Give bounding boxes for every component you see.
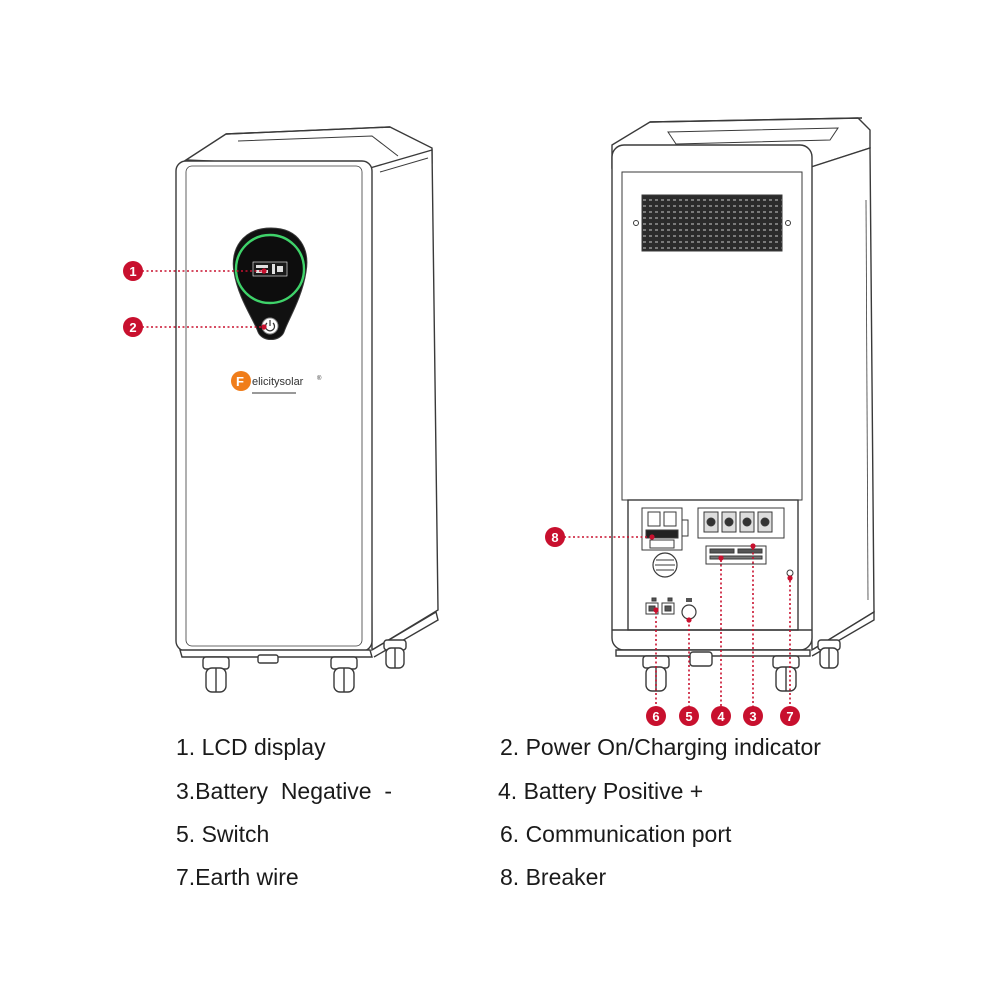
- communication-ports: [645, 597, 675, 615]
- callout-3: 3: [743, 706, 763, 726]
- callout-7: 7: [780, 706, 800, 726]
- callout-1: 1: [123, 261, 143, 281]
- battery-terminals: [697, 507, 785, 565]
- back-wheels: [642, 639, 841, 692]
- callout-5-label: 5: [685, 709, 692, 724]
- legend-item-communication-port: 6. Communication port: [500, 821, 732, 847]
- callout-3-label: 3: [749, 709, 756, 724]
- callout-4-label: 4: [717, 709, 725, 724]
- legend-item-battery-negative: 3.Battery Negative -: [176, 778, 393, 804]
- callout-6-label: 6: [652, 709, 659, 724]
- callout-2: 2: [123, 317, 143, 337]
- legend-item-power-indicator: 2. Power On/Charging indicator: [500, 734, 821, 760]
- front-wheels: [202, 639, 407, 693]
- callout-1-label: 1: [129, 264, 136, 279]
- callout-5: 5: [679, 706, 699, 726]
- vent-grille: [633, 194, 791, 252]
- brand-logo-icon: [231, 371, 251, 391]
- callout-2-label: 2: [129, 320, 136, 335]
- legend: 1. LCD display 2. Power On/Charging indi…: [0, 724, 1001, 904]
- leader-lines: [142, 270, 791, 708]
- brand-name: elicitysolar: [252, 376, 304, 388]
- legend-item-breaker: 8. Breaker: [500, 864, 607, 890]
- power-button[interactable]: [261, 317, 279, 335]
- legend-item-lcd-display: 1. LCD display: [176, 734, 326, 760]
- lcd-display: [252, 261, 288, 277]
- callout-7-label: 7: [786, 709, 793, 724]
- callout-8-label: 8: [551, 530, 558, 545]
- front-unit: [175, 126, 439, 658]
- callout-8: 8: [545, 527, 565, 547]
- breaker: [641, 507, 689, 551]
- brand-initial: F: [236, 374, 244, 389]
- callout-4: 4: [711, 706, 731, 726]
- leader-dots: [261, 268, 793, 623]
- brand-mark: ®: [317, 375, 322, 382]
- brand-logo: F elicitysolar ®: [231, 371, 322, 394]
- fan-vent: [652, 552, 678, 578]
- legend-item-battery-positive: 4. Battery Positive +: [498, 778, 704, 804]
- legend-item-earth-wire: 7.Earth wire: [176, 864, 299, 890]
- legend-item-switch: 5. Switch: [176, 821, 270, 847]
- earth-wire-screw: [786, 569, 794, 577]
- callout-6: 6: [646, 706, 666, 726]
